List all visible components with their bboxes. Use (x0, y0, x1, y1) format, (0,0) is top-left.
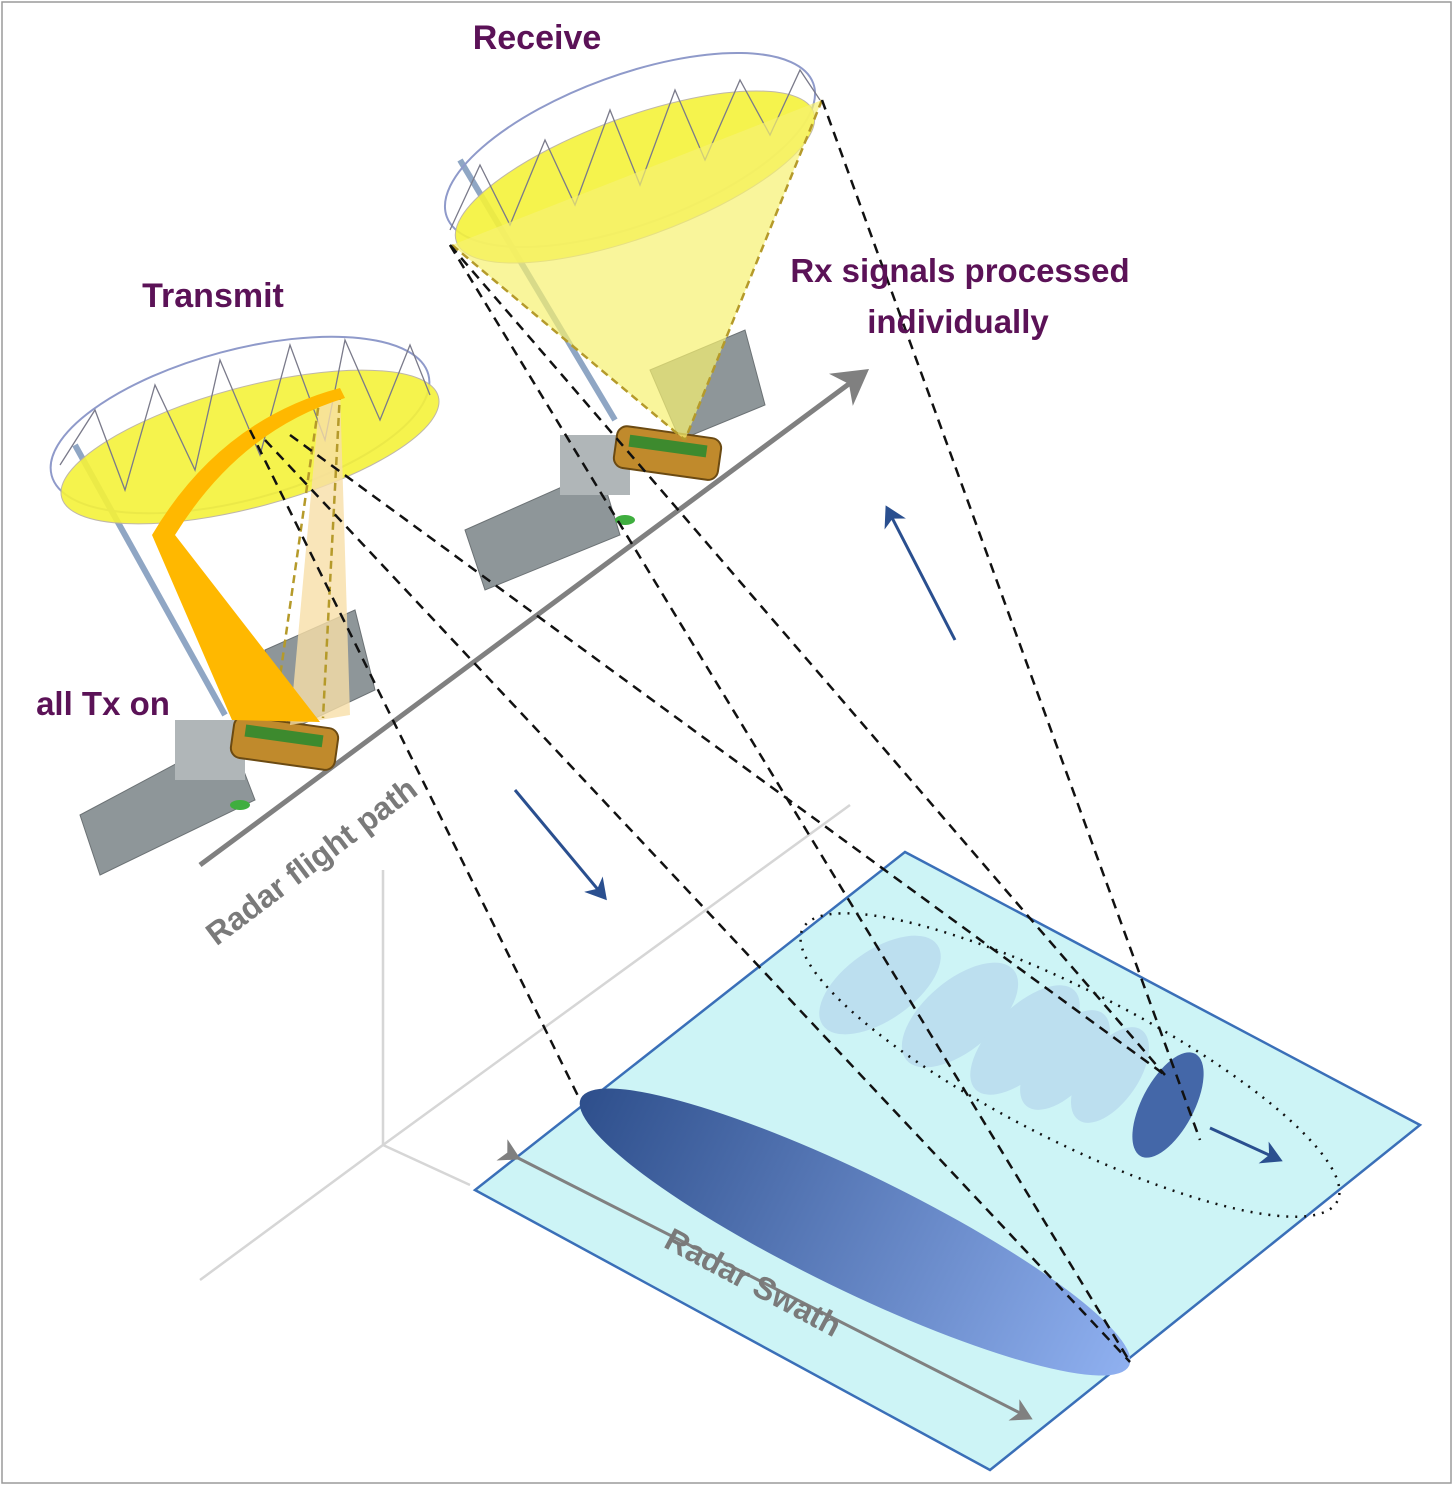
scan-direction-arrow (1209, 1126, 1283, 1164)
active-footprint (1132, 1052, 1204, 1158)
up-arrow (884, 505, 957, 641)
all-tx-on-label: all Tx on (36, 685, 170, 722)
transmit-satellite (49, 335, 440, 876)
receive-satellite (443, 51, 824, 591)
beam-projection-lines (248, 99, 1202, 1363)
rx-signals-label-line1: Rx signals processed (790, 252, 1129, 289)
transmit-label: Transmit (142, 277, 284, 315)
reference-axes (199, 803, 851, 1282)
down-arrow (513, 789, 607, 901)
flight-path-arrow (198, 369, 870, 868)
swath-arrow (496, 1139, 1033, 1421)
sub-footprints (819, 935, 1150, 1123)
rx-signals-label-line2: individually (867, 303, 1049, 340)
dotted-envelope (799, 912, 1341, 1218)
receive-label: Receive (473, 19, 602, 57)
